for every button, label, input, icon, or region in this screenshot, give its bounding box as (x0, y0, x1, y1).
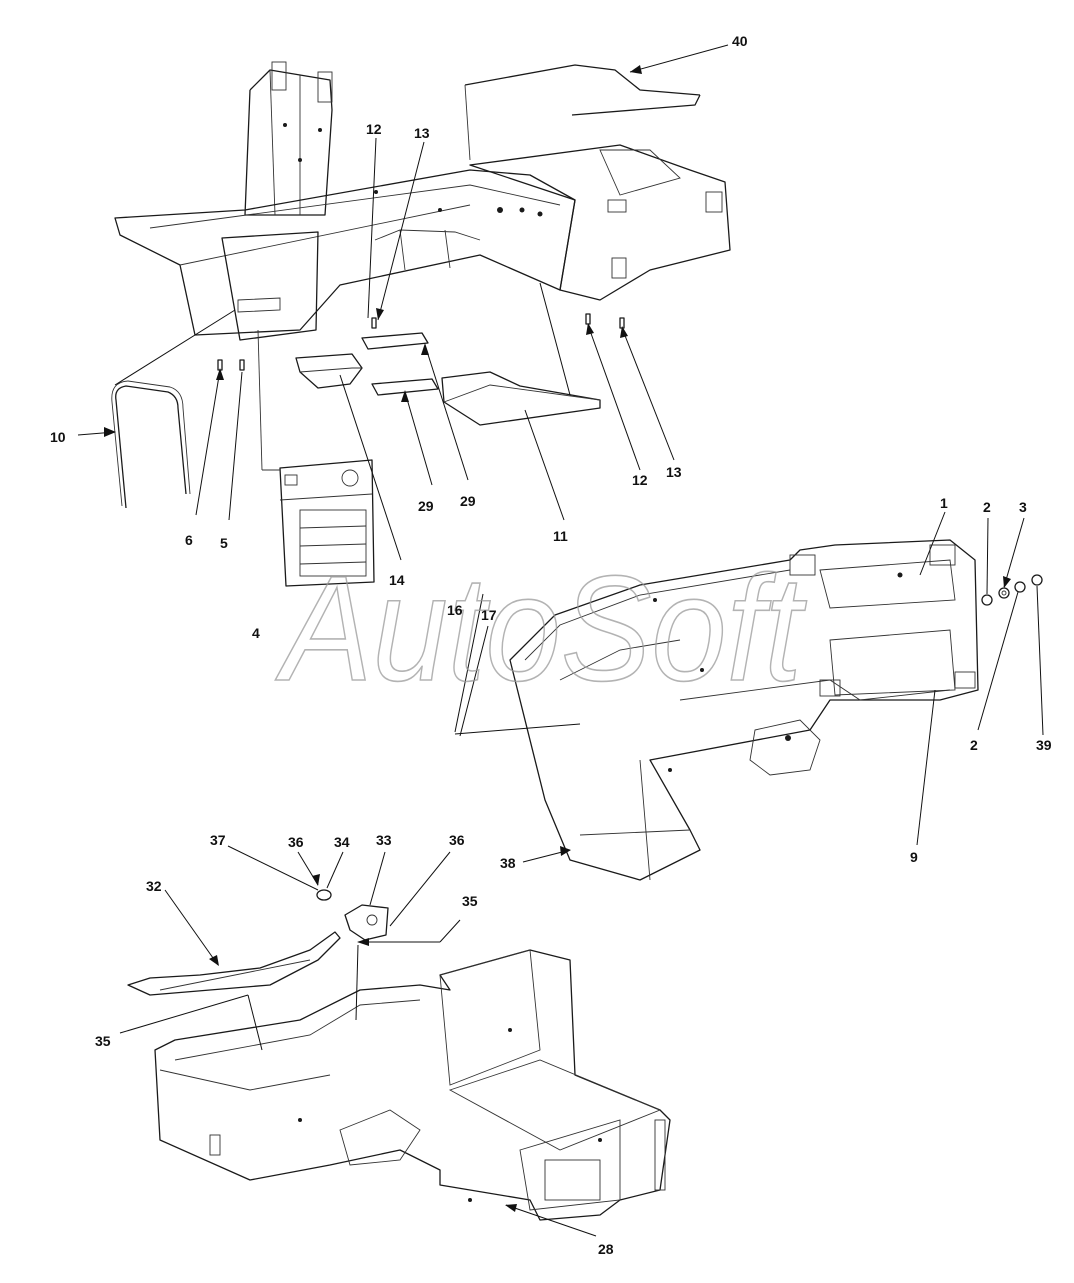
callout-12-right: 12 (632, 472, 648, 488)
part-34-cap (316, 889, 332, 901)
part-10-u-tube (111, 380, 191, 509)
callout-34: 34 (334, 834, 350, 850)
part-40-rod (464, 64, 701, 161)
callout-35-right: 35 (462, 893, 478, 909)
part-11-cover (441, 371, 601, 426)
callout-11: 11 (553, 528, 568, 544)
leader-lines (77, 44, 1044, 1237)
washers (981, 574, 1043, 606)
callout-35-left: 35 (95, 1033, 111, 1049)
callout-4: 4 (252, 625, 260, 641)
callout-29-left: 29 (418, 498, 434, 514)
small-fasteners (217, 313, 625, 371)
callout-37: 37 (210, 832, 226, 848)
callout-40: 40 (732, 33, 748, 49)
callout-16: 16 (447, 602, 463, 618)
callout-36-left: 36 (288, 834, 304, 850)
middle-frame-assembly (509, 539, 979, 881)
part-29-plate-upper (361, 332, 429, 350)
upper-frame-assembly (114, 61, 731, 341)
part-4-step (257, 329, 375, 587)
callout-labels: 40 12 13 10 6 5 4 14 29 29 11 12 13 1 2 … (50, 33, 1052, 1257)
callout-17: 17 (481, 607, 497, 623)
callout-38: 38 (500, 855, 516, 871)
callout-2-bottom: 2 (970, 737, 978, 753)
part-33-bracket (344, 904, 389, 941)
callout-29-right: 29 (460, 493, 476, 509)
callout-14: 14 (389, 572, 405, 588)
callout-1: 1 (940, 495, 948, 511)
part-29-plate-lower (371, 378, 439, 396)
callout-33: 33 (376, 832, 392, 848)
lower-frame-assembly (154, 949, 671, 1221)
callout-39: 39 (1036, 737, 1052, 753)
callout-5: 5 (220, 535, 228, 551)
callout-28: 28 (598, 1241, 614, 1257)
callout-13-right: 13 (666, 464, 682, 480)
callout-9: 9 (910, 849, 918, 865)
part-14-tray (295, 353, 363, 389)
callout-3: 3 (1019, 499, 1027, 515)
callout-32: 32 (146, 878, 162, 894)
part-32-rail (127, 931, 341, 996)
callout-12-top: 12 (366, 121, 382, 137)
callout-36-right: 36 (449, 832, 465, 848)
watermark-text: AutoSoft (275, 544, 807, 712)
callout-2-top: 2 (983, 499, 991, 515)
callout-6: 6 (185, 532, 193, 548)
callout-10: 10 (50, 429, 66, 445)
callout-13-top: 13 (414, 125, 430, 141)
